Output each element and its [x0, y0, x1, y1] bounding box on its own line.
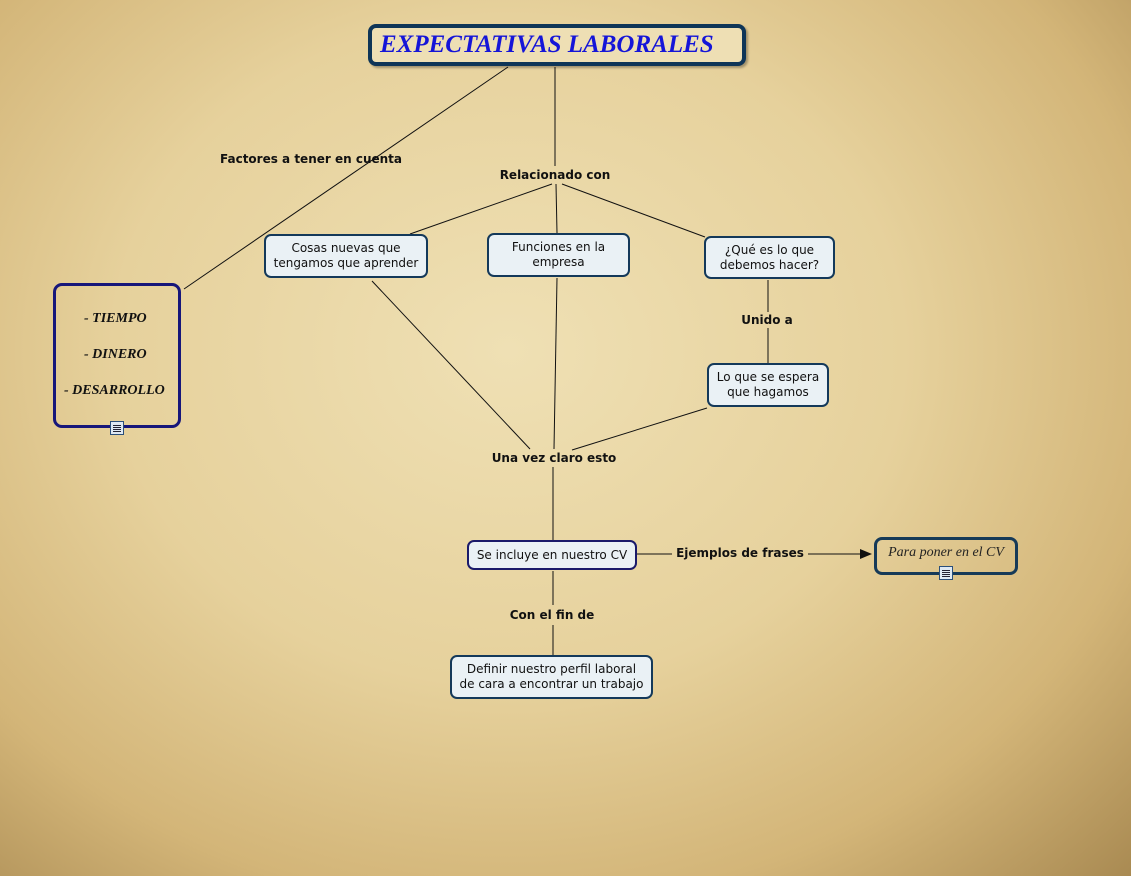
- line-que-es: [561, 183, 706, 238]
- document-icon[interactable]: [110, 421, 124, 435]
- link-label-ejemplos: Ejemplos de frases: [676, 546, 804, 560]
- factor-item: - DINERO: [84, 347, 147, 362]
- link-label-unido: Unido a: [741, 313, 793, 327]
- concept-se-incluye[interactable]: Se incluye en nuestro CV: [467, 540, 637, 570]
- link-label-con-fin: Con el fin de: [509, 608, 595, 622]
- main-concept-title[interactable]: EXPECTATIVAS LABORALES: [368, 24, 746, 66]
- line-cosas: [409, 183, 553, 235]
- line-loque-unavez: [571, 407, 708, 451]
- arrow-head-icon: [860, 549, 872, 559]
- concept-line: Lo que se espera: [716, 370, 820, 384]
- document-icon[interactable]: [939, 566, 953, 580]
- concept-line: ¿Qué es lo que: [724, 242, 815, 257]
- link-label-una-vez: Una vez claro esto: [491, 451, 617, 465]
- link-label-relacionado: Relacionado con: [499, 168, 611, 182]
- concept-line: empresa: [532, 255, 585, 269]
- line-funciones-unavez: [553, 277, 558, 450]
- concept-line: debemos hacer?: [719, 257, 820, 272]
- line-factores: [183, 66, 509, 290]
- concept-line: Definir nuestro perfil laboral: [466, 662, 637, 676]
- concept-line: tengamos que aprender: [273, 256, 419, 270]
- line-funciones: [555, 183, 558, 234]
- factor-item: - DESARROLLO: [64, 383, 165, 398]
- concept-line: Cosas nuevas que: [291, 241, 401, 255]
- link-label-factores: Factores a tener en cuenta: [219, 152, 403, 166]
- concept-line: que hagamos: [727, 385, 809, 399]
- concept-line: de cara a encontrar un trabajo: [459, 677, 644, 691]
- concept-line: Funciones en la: [511, 240, 606, 254]
- line-cosas-unavez: [371, 280, 531, 450]
- factor-item: - TIEMPO: [84, 311, 147, 326]
- factors-concept[interactable]: - TIEMPO - DINERO - DESARROLLO: [53, 283, 181, 428]
